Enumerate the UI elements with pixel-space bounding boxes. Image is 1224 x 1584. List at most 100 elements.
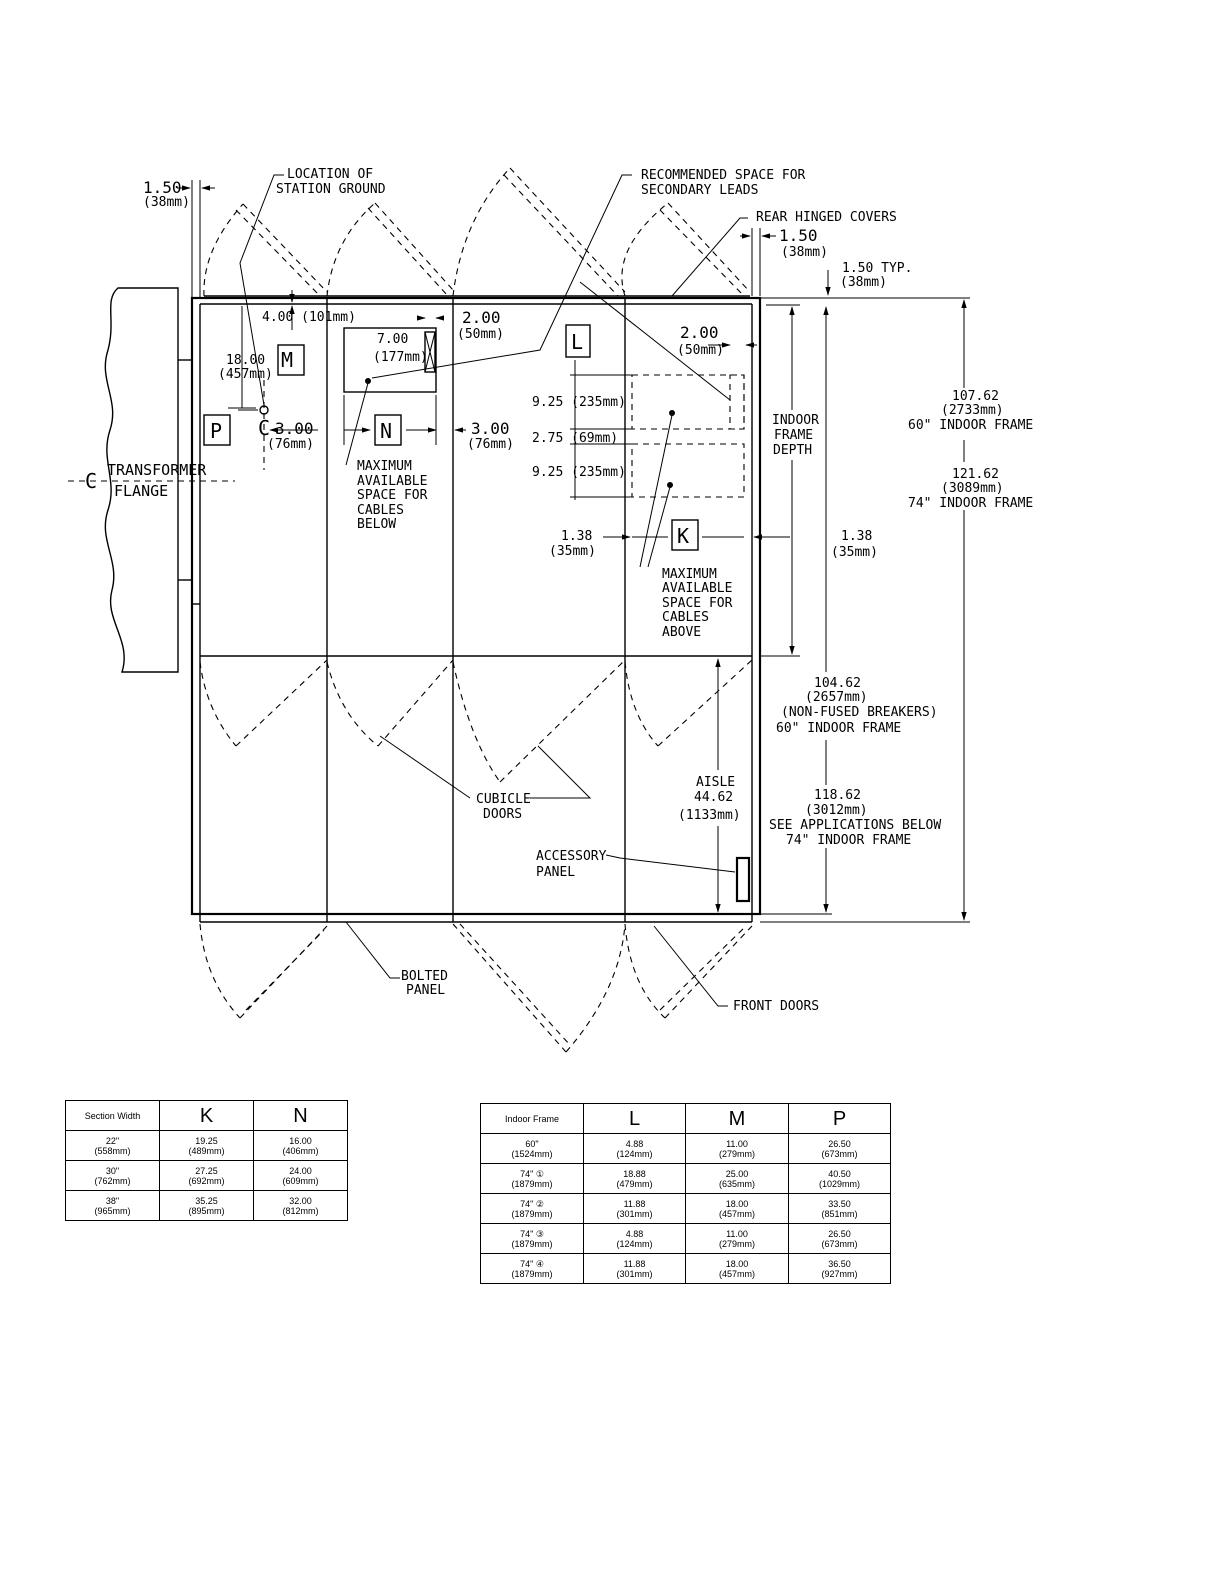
dim-18-mm: (457mm) (218, 367, 273, 382)
dim-7-mm: (177mm) (373, 350, 428, 365)
section-width-table: Section Width K N 22"(558mm) 19.25(489mm… (65, 1100, 348, 1221)
header-l: L (583, 1103, 686, 1134)
max-below-3: SPACE FOR (357, 488, 428, 503)
table-cell: 4.88(124mm) (583, 1133, 686, 1164)
dim-3a: 3.00 (275, 419, 314, 438)
table-cell: 19.25(489mm) (159, 1130, 254, 1161)
table-row: 74" ②(1879mm) 11.88(301mm) 18.00(457mm) … (480, 1193, 891, 1224)
transformer-line2: FLANGE (114, 482, 168, 500)
max-below-5: BELOW (357, 517, 396, 532)
dim-138b-mm: (35mm) (831, 545, 878, 560)
accessory-panel-1: ACCESSORY (536, 849, 607, 864)
station-ground-line1: LOCATION OF (287, 167, 373, 182)
table-cell: 18.00(457mm) (685, 1253, 789, 1284)
aisle-value: 44.62 (694, 790, 733, 805)
secondary-leads-line2: SECONDARY LEADS (641, 183, 758, 198)
front-doors-label: FRONT DOORS (733, 999, 819, 1014)
table-row: 60"(1524mm) 4.88(124mm) 11.00(279mm) 26.… (480, 1133, 891, 1164)
dim-11862: 118.62 (814, 788, 861, 803)
table-cell: 74" ②(1879mm) (480, 1193, 584, 1224)
dim-3b: 3.00 (471, 419, 510, 438)
centerline-ground: C (258, 416, 270, 440)
dim-12162-mm: (3089mm) (941, 481, 1004, 496)
max-above-2: AVAILABLE (662, 581, 732, 596)
frame-60-label: 60" INDOOR FRAME (908, 418, 1033, 433)
table-cell: 11.00(279mm) (685, 1223, 789, 1254)
dim-2a: 2.00 (462, 308, 501, 327)
table-row: 30"(762mm) 27.25(692mm) 24.00(609mm) (65, 1160, 348, 1191)
cubicle-doors-2: DOORS (483, 807, 522, 822)
table-cell: 11.00(279mm) (685, 1133, 789, 1164)
secondary-leads-line1: RECOMMENDED SPACE FOR (641, 168, 806, 183)
max-above-5: ABOVE (662, 625, 701, 640)
cubicle-doors (199, 659, 753, 783)
accessory-panel-2: PANEL (536, 865, 575, 880)
max-below-4: CABLES (357, 503, 404, 518)
dim-925a: 9.25 (235mm) (532, 395, 626, 410)
header-indoor-frame: Indoor Frame (480, 1103, 584, 1134)
frame-74-label: 74" INDOOR FRAME (908, 496, 1033, 511)
right-clearance: 1.50 (779, 226, 818, 245)
table-cell: 18.00(457mm) (685, 1193, 789, 1224)
dim-10762-mm: (2733mm) (941, 403, 1004, 418)
label-k: K (677, 524, 689, 548)
non-fused-label: (NON-FUSED BREAKERS) (781, 705, 938, 720)
dim-138b: 1.38 (841, 529, 872, 544)
table-cell: 74" ③(1879mm) (480, 1223, 584, 1254)
dim-2b: 2.00 (680, 323, 719, 342)
table-cell: 30"(762mm) (65, 1160, 160, 1191)
bolted-panel-1: BOLTED (401, 969, 448, 984)
frame-depth-2: FRAME (774, 428, 813, 443)
table-cell: 40.50(1029mm) (788, 1163, 891, 1194)
label-l: L (571, 330, 583, 354)
dim-10462-mm: (2657mm) (805, 690, 868, 705)
table-cell: 32.00(812mm) (253, 1190, 348, 1221)
bolted-panel-2: PANEL (406, 983, 445, 998)
dim-12162: 121.62 (952, 467, 999, 482)
indoor-frame-table: Indoor Frame L M P 60"(1524mm) 4.88(124m… (480, 1103, 891, 1284)
dim-275: 2.75 (69mm) (532, 431, 618, 446)
front-doors (199, 923, 753, 1053)
max-below-1: MAXIMUM (357, 459, 412, 474)
frame-depth-3: DEPTH (773, 443, 812, 458)
dim-925b: 9.25 (235mm) (532, 465, 626, 480)
table-cell: 4.88(124mm) (583, 1223, 686, 1254)
left-clearance-mm: (38mm) (143, 195, 190, 210)
frame-60b-label: 60" INDOOR FRAME (776, 721, 901, 736)
transformer-outline (104, 287, 179, 673)
table-cell: 27.25(692mm) (159, 1160, 254, 1191)
table-row: 74" ③(1879mm) 4.88(124mm) 11.00(279mm) 2… (480, 1223, 891, 1254)
dim-11862-mm: (3012mm) (805, 803, 868, 818)
header-section-width: Section Width (65, 1100, 160, 1131)
left-clearance: 1.50 (143, 178, 182, 197)
table-cell: 24.00(609mm) (253, 1160, 348, 1191)
label-n: N (380, 419, 392, 443)
table-cell: 74" ④(1879mm) (480, 1253, 584, 1284)
table-cell: 35.25(895mm) (159, 1190, 254, 1221)
dim-7: 7.00 (377, 332, 408, 347)
table-cell: 60"(1524mm) (480, 1133, 584, 1164)
typ-label: 1.50 TYP. (842, 261, 912, 276)
table-cell: 11.88(301mm) (583, 1193, 686, 1224)
table-row: 74" ④(1879mm) 11.88(301mm) 18.00(457mm) … (480, 1253, 891, 1284)
table-row: 74" ①(1879mm) 18.88(479mm) 25.00(635mm) … (480, 1163, 891, 1194)
header-n: N (253, 1100, 348, 1131)
switchgear-floor-plan: P M N L K (68, 167, 1033, 1053)
max-above-3: SPACE FOR (662, 596, 733, 611)
centerline-transformer: C (85, 469, 97, 493)
frame-depth-1: INDOOR (772, 413, 819, 428)
right-clearance-mm: (38mm) (781, 245, 828, 260)
table-cell: 16.00(406mm) (253, 1130, 348, 1161)
frame-74b-label: 74" INDOOR FRAME (786, 833, 911, 848)
table-cell: 22"(558mm) (65, 1130, 160, 1161)
table-row: 38"(965mm) 35.25(895mm) 32.00(812mm) (65, 1190, 348, 1221)
table-cell: 11.88(301mm) (583, 1253, 686, 1284)
header-m: M (685, 1103, 789, 1134)
dim-10762: 107.62 (952, 389, 999, 404)
dim-3b-mm: (76mm) (467, 437, 514, 452)
table-cell: 33.50(851mm) (788, 1193, 891, 1224)
dim-138a: 1.38 (561, 529, 592, 544)
dim-138a-mm: (35mm) (549, 544, 596, 559)
typ-mm: (38mm) (840, 275, 887, 290)
table-cell: 26.50(673mm) (788, 1223, 891, 1254)
